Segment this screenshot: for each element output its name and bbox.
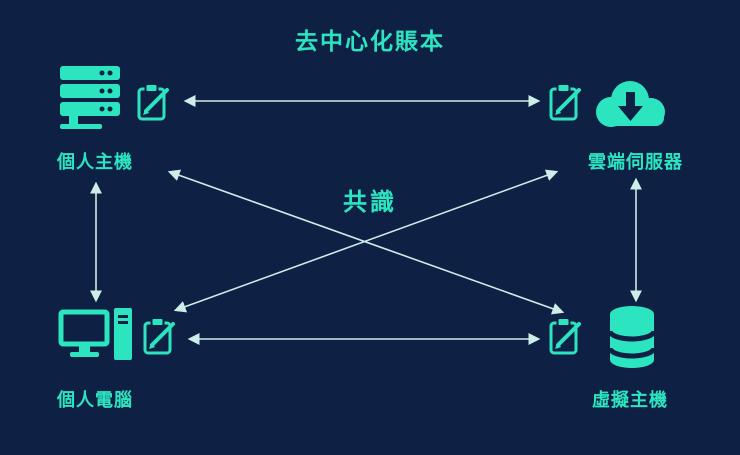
clipboard-pen-icon xyxy=(136,82,172,122)
cloud-download-icon xyxy=(592,74,670,134)
clipboard-pen-icon xyxy=(548,316,584,356)
consensus-label: 共識 xyxy=(343,188,397,216)
arrow-diagonal-tr-bl xyxy=(173,169,559,313)
diagram-title: 去中心化賬本 xyxy=(295,29,445,55)
node-label-cloud-server: 雲端伺服器 xyxy=(588,152,683,173)
desktop-computer-icon xyxy=(58,306,136,368)
clipboard-pen-icon xyxy=(548,82,584,122)
server-stack-icon xyxy=(60,66,126,130)
node-label-virtual-host: 虛擬主機 xyxy=(592,390,668,411)
node-label-personal-host: 個人主機 xyxy=(57,152,133,173)
node-label-personal-computer: 個人電腦 xyxy=(57,390,133,411)
clipboard-pen-icon xyxy=(142,316,178,356)
database-icon xyxy=(606,304,658,370)
